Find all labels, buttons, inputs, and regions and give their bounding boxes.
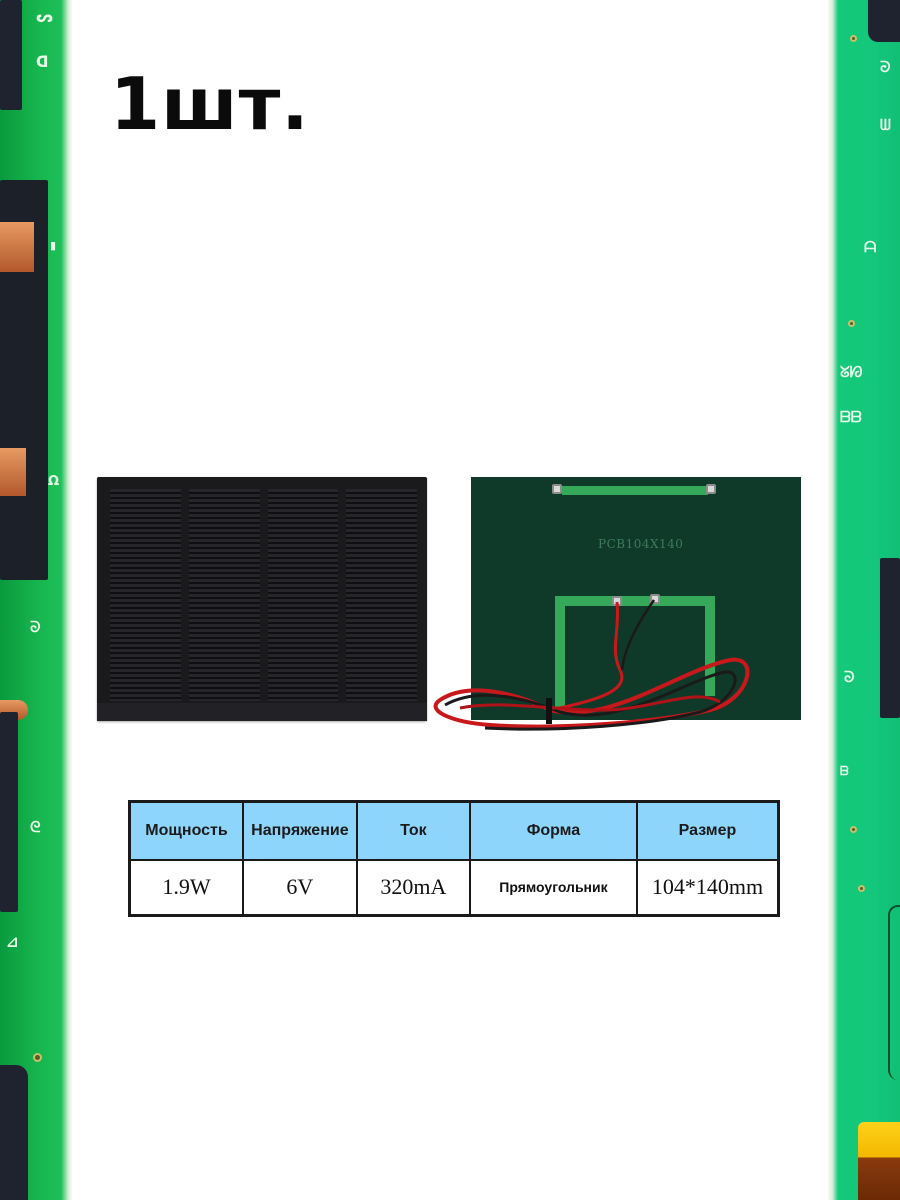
value-size: 104*140mm — [635, 858, 780, 917]
pcb-strip — [705, 596, 715, 696]
value-shape: Прямоугольник — [468, 858, 638, 917]
silkscreen-mark: ᘐ — [844, 668, 855, 686]
solder-pad-icon — [706, 484, 716, 494]
pcb-trace — [888, 905, 900, 1080]
header-current: Ток — [355, 800, 471, 861]
spec-table-row: 1.9W 6V 320mA Прямоугольник 104*140mm — [128, 858, 780, 917]
silkscreen-mark: ᗷᗷ — [840, 408, 862, 426]
pcb-strip — [555, 596, 565, 711]
value-voltage: 6V — [242, 858, 358, 917]
value-current: 320mA — [355, 858, 471, 917]
pcb-border-right: ᘒ ᗯ ᗩ ᘜᘗ ᗷᗷ ᘐ ᗷ — [828, 0, 900, 1200]
silkscreen-mark: ᘜᘗ — [840, 363, 863, 381]
quantity-title: 1шт. — [110, 62, 310, 146]
silkscreen-mark: ᗷ — [840, 764, 849, 778]
solder-pad-icon — [552, 484, 562, 494]
via-hole-icon — [850, 35, 857, 42]
panel-frame-edge — [97, 703, 427, 721]
pcb-strip — [562, 486, 708, 495]
silkscreen-mark: ⊿ — [6, 933, 19, 951]
silkscreen-mark: ▮ — [50, 239, 57, 252]
silkscreen-mark: ᘒ — [880, 58, 891, 76]
solar-cell — [188, 489, 260, 701]
silkscreen-mark: ᗯ — [880, 116, 891, 134]
via-hole-icon — [33, 1053, 42, 1062]
wire-bundle-icon — [433, 599, 750, 731]
spec-table-header-row: Мощность Напряжение Ток Форма Размер — [128, 800, 780, 861]
via-hole-icon — [848, 320, 855, 327]
header-size: Размер — [635, 800, 780, 861]
connector-icon — [858, 1122, 900, 1200]
header-voltage: Напряжение — [242, 800, 358, 861]
solar-panel-front — [97, 477, 427, 721]
chip-icon — [868, 0, 900, 42]
solar-cell — [267, 489, 339, 701]
silkscreen-mark: ᘓ — [30, 818, 41, 836]
solder-pad-icon — [650, 594, 660, 604]
silkscreen-mark: ᘐ — [30, 618, 41, 636]
solar-cell — [110, 489, 181, 701]
header-shape: Форма — [468, 800, 638, 861]
chip-icon — [880, 558, 900, 718]
silkscreen-mark: ᗡ — [36, 53, 49, 71]
spec-table: Мощность Напряжение Ток Форма Размер 1.9… — [128, 800, 780, 917]
silkscreen-mark: ᔕ — [36, 8, 54, 26]
silkscreen-mark: ᗩ — [864, 238, 877, 256]
value-power: 1.9W — [128, 858, 244, 917]
silkscreen-mark: Ω — [48, 474, 60, 489]
chip-icon — [0, 1065, 28, 1200]
copper-pad-icon — [0, 448, 26, 496]
via-hole-icon — [858, 885, 865, 892]
pcb-silkscreen-label: PCB104X140 — [598, 537, 684, 551]
pcb-border-left: ᔕ ᗡ ▮ Ω ᘐ ᘓ ⊿ — [0, 0, 72, 1200]
chip-icon — [0, 712, 18, 912]
copper-pad-icon — [0, 222, 34, 272]
chip-icon — [0, 0, 22, 110]
solar-cell — [346, 489, 417, 701]
header-power: Мощность — [128, 800, 244, 861]
solar-cells — [110, 489, 417, 701]
pcb-strip — [555, 596, 715, 606]
via-hole-icon — [850, 826, 857, 833]
